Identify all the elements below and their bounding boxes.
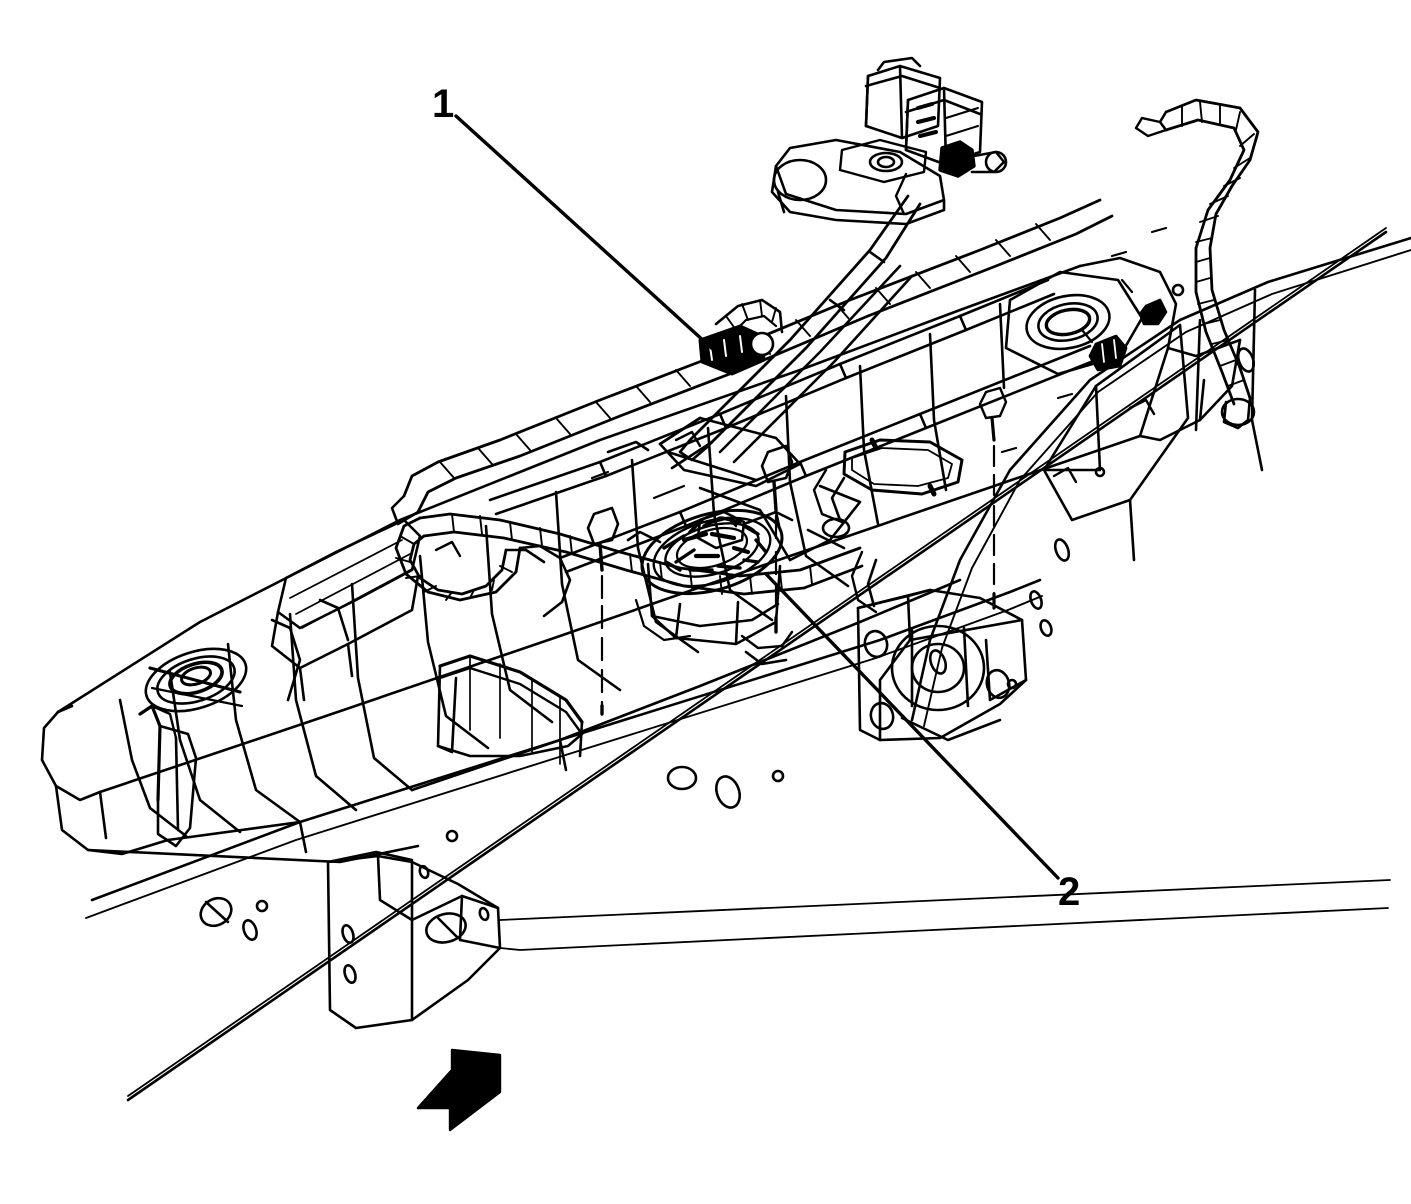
fuel-vapor-hose-lower	[394, 512, 864, 618]
frame-rail-lower	[85, 578, 1043, 941]
hose-clamp-right	[1088, 334, 1128, 372]
tank-top-fittings	[634, 468, 878, 666]
hose-clamp	[698, 298, 784, 376]
evap-canister-purge-solenoid	[770, 56, 1008, 226]
fuel-tank-strap-front	[436, 654, 584, 765]
vehicle-forward-direction-arrow	[416, 1048, 502, 1132]
callout-leader-1	[454, 114, 718, 354]
fuel-vapor-riser	[678, 194, 922, 462]
fuel-feed-line	[488, 278, 1056, 516]
hose-retainer-clip-right	[978, 386, 1008, 610]
fuel-tank-shield-tabs	[606, 416, 714, 470]
fuel-tank	[40, 256, 1242, 856]
fuel-sender-flange-left	[144, 647, 248, 713]
hose-clamp-mid	[1138, 298, 1168, 326]
fuel-vapor-riser-secondary	[718, 264, 914, 464]
fuel-filler-neck-hose	[1134, 98, 1260, 430]
callout-leader-2	[764, 572, 1060, 880]
callout-number-1: 1	[432, 82, 455, 126]
tank-surface-detail	[518, 226, 1168, 508]
fuel-return-line	[558, 344, 1098, 574]
tank-chevron-marks	[434, 398, 1156, 558]
hose-retainer-clip-front	[586, 506, 620, 716]
callout-number-2: 2	[1058, 870, 1081, 914]
fuel-vapor-hose-upper	[390, 198, 1114, 526]
frame-crossmember-bracket	[326, 850, 1391, 1030]
